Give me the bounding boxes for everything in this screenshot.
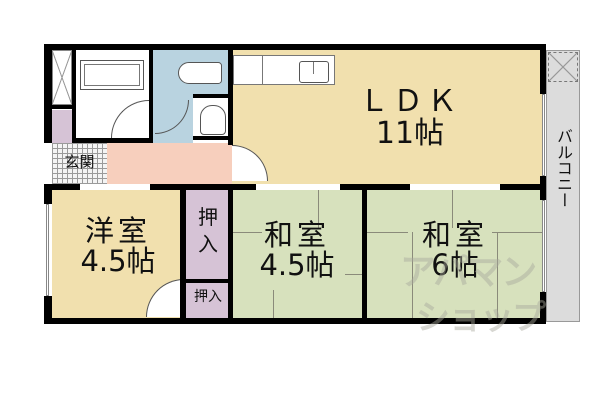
watermark-line2: ショップ: [416, 298, 546, 338]
interior-wall: [76, 138, 153, 143]
washitsu-a-room: [232, 190, 362, 318]
tatami-line: [232, 232, 262, 233]
outer-wall-left-bottom2: [44, 296, 52, 324]
outer-wall-bottom: [44, 318, 546, 324]
pipe-shaft: [52, 50, 72, 105]
entrance: [52, 143, 107, 184]
closet-large-char1: 押: [198, 205, 218, 229]
outer-wall-right-bottom: [540, 292, 546, 324]
hallway: [107, 143, 232, 184]
balcony: [546, 50, 580, 322]
closet-small: [186, 283, 230, 318]
outer-wall-right-top: [540, 44, 546, 94]
watermark: アパマン ショップ: [400, 250, 550, 350]
washitsu-b-size: 6帖: [431, 248, 479, 283]
toilet-icon: [178, 62, 222, 84]
interior-wall: [150, 184, 180, 190]
interior-wall: [149, 50, 153, 143]
bathtub-inner: [84, 64, 140, 86]
interior-wall: [180, 184, 186, 318]
interior-wall: [193, 94, 229, 98]
closet-large: [186, 190, 230, 282]
interior-wall: [186, 184, 256, 190]
ldk-name: ＬＤＫ: [359, 84, 461, 119]
interior-wall: [500, 184, 546, 190]
washitsu-a-size: 4.5帖: [259, 248, 335, 283]
washitsu-b-name: 和室: [421, 218, 488, 252]
washitsu-b-room: [366, 190, 542, 318]
kitchen-counter: [233, 55, 335, 85]
tatami-line: [318, 190, 319, 228]
kitchen-sink-icon: [299, 61, 329, 83]
watermark-line1: アパマン: [400, 252, 537, 293]
interior-wall: [52, 105, 72, 109]
window: [46, 204, 49, 296]
interior-wall: [44, 184, 80, 190]
closet-small-label: 押入: [194, 289, 222, 305]
interior-wall: [340, 184, 410, 190]
ldk-label: ＬＤＫ 11帖: [340, 86, 480, 149]
balcony-label: バルコニー: [554, 128, 573, 208]
interior-wall: [72, 50, 76, 143]
entrance-label: 玄関: [64, 153, 95, 171]
interior-wall: [193, 136, 229, 140]
interior-wall: [228, 50, 233, 145]
washitsu-a-name: 和室: [263, 218, 330, 252]
window: [542, 200, 545, 292]
washitsu-a-label: 和室 4.5帖: [236, 220, 358, 281]
interior-wall: [362, 184, 367, 318]
bathtub-icon: [80, 60, 144, 90]
kitchen-divider: [262, 55, 263, 85]
wash-basin-icon: [200, 105, 226, 135]
outer-wall-left-top: [44, 44, 52, 143]
interior-wall: [228, 184, 233, 318]
washitsu-b-label: 和室 6帖: [400, 220, 510, 281]
tatami-line: [345, 274, 362, 275]
ldk-size: 11帖: [375, 115, 445, 151]
closet-large-char2: 入: [198, 232, 218, 256]
window: [542, 94, 545, 176]
outer-wall-left-bottom: [44, 184, 52, 204]
western-label: 洋室 4.5帖: [60, 216, 176, 277]
balcony-hatch: [548, 52, 578, 82]
tatami-line: [412, 232, 413, 318]
closet-large-label: 押 入: [186, 204, 230, 258]
outer-wall-top: [44, 44, 546, 50]
storage-closet: [52, 110, 72, 143]
interior-wall: [186, 279, 230, 283]
tatami-line: [366, 232, 408, 233]
faucet-icon: [313, 62, 314, 74]
tatami-line: [497, 232, 498, 318]
tatami-line: [452, 190, 453, 228]
western-size: 4.5帖: [80, 244, 156, 279]
tatami-line: [492, 232, 542, 233]
tatami-line: [273, 290, 274, 318]
western-name: 洋室: [84, 214, 151, 248]
